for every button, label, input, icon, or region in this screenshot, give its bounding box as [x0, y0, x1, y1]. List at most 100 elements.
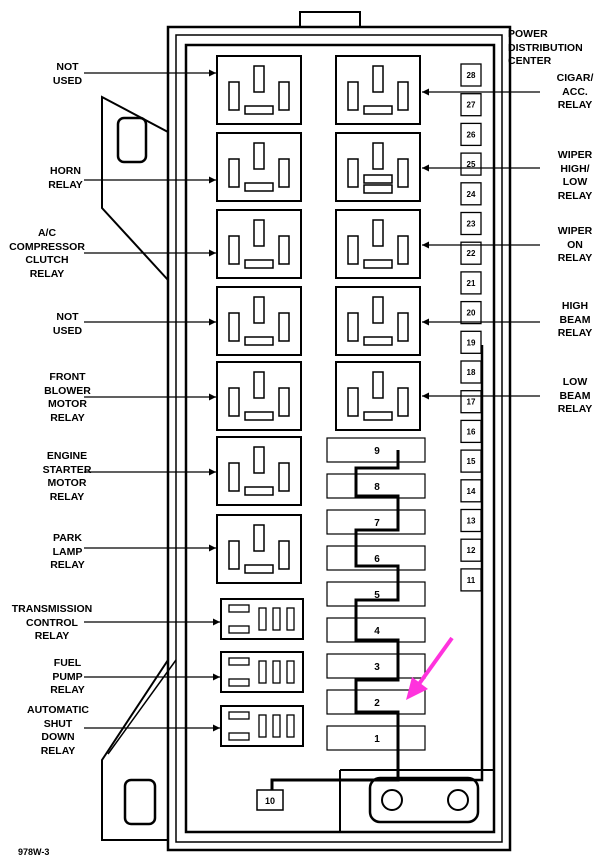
relay-transmission-control: [220, 598, 304, 640]
mini-bus-trace: [398, 345, 484, 782]
fuse-24: 24: [460, 182, 482, 206]
fuse-6: 6: [326, 545, 426, 571]
leader-left-4: [84, 318, 216, 326]
fuse-19: 19: [460, 330, 482, 354]
leader-left-6: [84, 468, 216, 476]
relay-wiper-on: [335, 209, 421, 279]
label-not-used-2: NOT USED: [52, 311, 83, 337]
relay-sockets: [216, 55, 421, 747]
bus-trace: [270, 450, 400, 796]
fuse-20: 20: [460, 300, 482, 325]
fuse-2-number: 2: [374, 698, 380, 709]
leader-right-5: [422, 392, 540, 400]
fuse-4-number: 4: [374, 626, 380, 637]
fuse-26-number: 26: [467, 130, 476, 139]
fuse-15: 15: [460, 449, 482, 473]
fuse-21-number: 21: [467, 279, 476, 288]
relay-automatic-shut-down: [220, 705, 304, 747]
label-front-blower-motor-relay: FRONT BLOWER MOTOR RELAY: [44, 371, 91, 424]
fuse-15-number: 15: [467, 457, 476, 466]
label-wiper-high-low-relay: WIPER HIGH/ LOW RELAY: [557, 149, 593, 202]
fuse-27-number: 27: [467, 101, 476, 110]
fuse-2: 2: [326, 689, 426, 715]
fuse-13: 13: [460, 508, 482, 533]
fuse-28: 28: [460, 63, 482, 87]
fuse-12: 12: [460, 538, 482, 562]
fuse-18-number: 18: [467, 368, 476, 377]
fuse-6-number: 6: [374, 554, 380, 565]
label-fuel-pump-relay: FUEL PUMP RELAY: [50, 657, 85, 696]
housing: [101, 11, 512, 852]
label-automatic-shut-down-relay: AUTOMATIC SHUT DOWN RELAY: [26, 704, 90, 757]
fuse-9: 9: [326, 437, 426, 463]
leader-left-9: [84, 673, 220, 681]
fuse-16-number: 16: [467, 427, 476, 436]
fuse-12-number: 12: [467, 546, 476, 555]
leader-right-2: [422, 164, 540, 172]
fuse-19-number: 19: [467, 338, 476, 347]
relay-wiper-high-low: [335, 132, 421, 202]
leader-left-10: [84, 724, 220, 732]
leader-left-8: [84, 618, 220, 626]
relay-park-lamp: [216, 514, 302, 584]
fuse-3: 3: [326, 653, 426, 679]
diagram-title: POWER DISTRIBUTION CENTER: [508, 28, 583, 67]
fuse-16: 16: [460, 419, 482, 444]
fuse-1: 1: [326, 725, 426, 751]
label-transmission-control-relay: TRANSMISSION CONTROL RELAY: [11, 603, 93, 642]
fuse-9-number: 9: [374, 446, 380, 457]
relay-cigar-acc: [335, 55, 421, 125]
fuse-23-number: 23: [467, 220, 476, 229]
fuse-7: 7: [326, 509, 426, 535]
label-not-used-1: NOT USED: [52, 61, 83, 87]
fuse-23: 23: [460, 211, 482, 236]
fuse-26: 26: [460, 122, 482, 147]
highlight-arrow: [406, 636, 454, 700]
fuse-11: 11: [460, 568, 482, 592]
leader-right-3: [422, 241, 540, 249]
fuse-17: 17: [460, 390, 482, 414]
fuse-25: 25: [460, 152, 482, 176]
relay-horn: [216, 132, 302, 202]
fuse-4: 4: [326, 617, 426, 643]
leader-left-7: [84, 544, 216, 552]
relay-not-used-1: [216, 55, 302, 125]
leader-left-3: [84, 249, 216, 257]
relay-fuel-pump: [220, 651, 304, 693]
fuse-14-number: 14: [467, 487, 476, 496]
label-wiper-on-relay: WIPER ON RELAY: [557, 225, 593, 264]
relay-ac-compressor-clutch: [216, 209, 302, 279]
fuse-25-number: 25: [467, 160, 476, 169]
fuse-17-number: 17: [467, 398, 476, 407]
fuse-18: 18: [460, 360, 482, 384]
figure-code: 978W-3: [18, 847, 49, 857]
fuse-21: 21: [460, 271, 482, 295]
label-engine-starter-motor-relay: ENGINE STARTER MOTOR RELAY: [42, 450, 92, 503]
fuse-1-number: 1: [374, 734, 380, 745]
fuse-22-number: 22: [467, 249, 476, 258]
fuse-10-number: 10: [265, 796, 275, 806]
label-low-beam-relay: LOW BEAM RELAY: [557, 376, 593, 415]
fuse-8: 8: [326, 473, 426, 499]
label-park-lamp-relay: PARK LAMP RELAY: [50, 532, 85, 571]
relay-front-blower-motor: [216, 361, 302, 431]
leader-left-5: [84, 393, 216, 401]
leader-left-2: [84, 176, 216, 184]
leader-arrows: [84, 69, 540, 732]
fuse-5: 5: [326, 581, 426, 607]
label-horn-relay: HORN RELAY: [48, 165, 83, 191]
fuse-27: 27: [460, 93, 482, 117]
relay-low-beam: [335, 361, 421, 431]
leader-right-4: [422, 318, 540, 326]
fuse-24-number: 24: [467, 190, 476, 199]
fuse-11-number: 11: [467, 576, 476, 585]
fuse-3-number: 3: [374, 662, 380, 673]
leader-left-1: [84, 69, 216, 77]
label-cigar-acc-relay: CIGAR/ ACC. RELAY: [556, 72, 594, 111]
fuse-10: 10: [256, 789, 284, 811]
label-ac-compressor-clutch-relay: A/C COMPRESSOR CLUTCH RELAY: [9, 227, 85, 280]
leader-right-1: [422, 88, 540, 96]
large-fuse-slots: 9 8 7 6 5 4 3 2 1: [326, 437, 426, 751]
fuse-22: 22: [460, 241, 482, 265]
